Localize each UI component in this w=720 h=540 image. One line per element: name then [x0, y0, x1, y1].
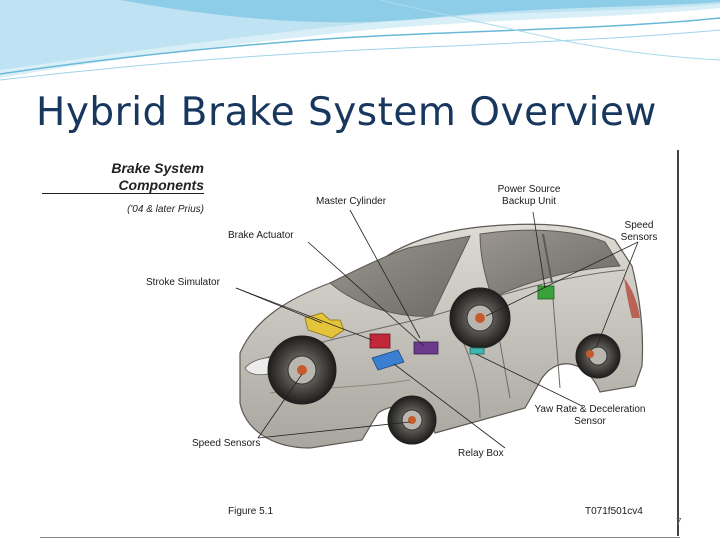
label-relay-box: Relay Box	[458, 448, 504, 459]
figure-heading-line1: Brake System	[111, 160, 204, 176]
figure-subheading: ('04 & later Prius)	[127, 204, 204, 215]
windshield	[329, 235, 471, 317]
label-yaw-rate-deceleration-sensor: Yaw Rate & Deceleration Sensor	[534, 404, 646, 427]
power-source-component	[537, 285, 555, 300]
rear-left-wheel	[449, 287, 511, 349]
label-power-source-backup-unit: Power Source Backup Unit	[497, 184, 561, 207]
figure-heading-line2: Components	[118, 177, 204, 193]
yaw-rate-sensor-component	[469, 347, 485, 355]
figure-right-border	[677, 150, 679, 536]
slide-title: Hybrid Brake System Overview	[36, 90, 657, 135]
label-stroke-simulator: Stroke Simulator	[146, 277, 220, 288]
front-right-wheel	[387, 395, 437, 445]
stroke-simulator-component	[304, 312, 345, 339]
header-wave-decoration	[0, 0, 720, 81]
page-number: 7	[676, 517, 682, 528]
figure-heading-rule	[42, 193, 204, 194]
brake-system-figure: Brake System Components ('04 & later Pri…	[40, 148, 680, 538]
figure-heading: Brake System Components	[98, 160, 204, 194]
figure-bottom-border	[40, 537, 680, 538]
side-windows	[479, 229, 621, 299]
label-master-cylinder: Master Cylinder	[316, 196, 387, 207]
brake-actuator-component	[413, 341, 439, 355]
front-left-wheel	[267, 335, 337, 405]
car-illustration	[235, 209, 644, 449]
rear-right-wheel	[575, 333, 621, 379]
relay-box-component	[371, 349, 405, 371]
label-brake-actuator: Brake Actuator	[228, 230, 294, 241]
label-speed-sensors-front: Speed Sensors	[192, 438, 261, 449]
leader-lines	[235, 209, 639, 449]
master-cylinder-component	[369, 333, 391, 349]
label-speed-sensors-rear: Speed Sensors	[620, 220, 658, 243]
figure-caption: Figure 5.1	[228, 506, 274, 517]
figure-code: T071f501cv4	[585, 506, 643, 517]
